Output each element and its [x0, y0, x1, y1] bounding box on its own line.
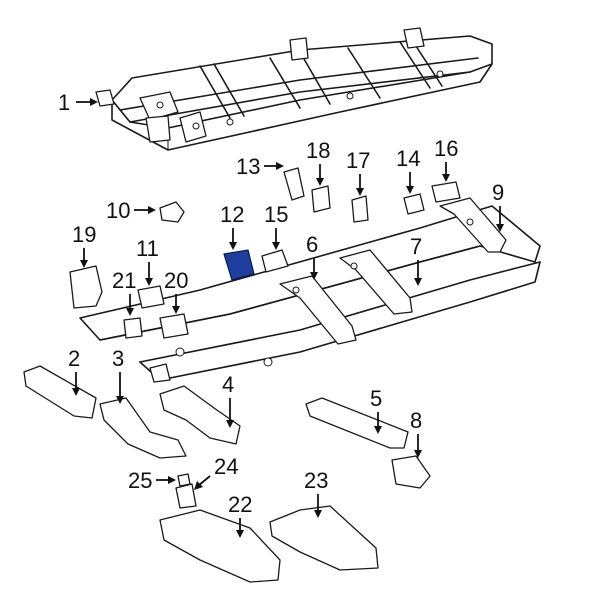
- callout-10: 10: [106, 198, 156, 223]
- callout-label: 13: [236, 154, 260, 179]
- callout-label: 12: [220, 202, 244, 227]
- callout-17: 17: [346, 148, 370, 196]
- callout-16: 16: [434, 136, 458, 182]
- callout-label: 22: [228, 492, 252, 517]
- callout-label: 14: [396, 146, 420, 171]
- callout-label: 10: [106, 198, 130, 223]
- callout-label: 6: [306, 232, 318, 257]
- callout-label: 1: [58, 90, 70, 115]
- callout-label: 21: [112, 268, 136, 293]
- callout-14: 14: [396, 146, 420, 194]
- callout-9: 9: [492, 180, 504, 232]
- callout-label: 18: [306, 138, 330, 163]
- callout-21: 21: [112, 268, 136, 316]
- callout-25: 25: [128, 468, 176, 493]
- callout-label: 19: [72, 222, 96, 247]
- callout-7: 7: [410, 234, 422, 286]
- callout-6: 6: [306, 232, 318, 280]
- callout-12: 12: [220, 202, 244, 250]
- callout-2: 2: [68, 346, 80, 396]
- callout-24: 24: [194, 454, 238, 490]
- callout-18: 18: [306, 138, 330, 186]
- highlighted-part-12: [223, 249, 255, 281]
- callout-label: 2: [68, 346, 80, 371]
- callout-15: 15: [264, 202, 288, 250]
- callout-label: 23: [304, 468, 328, 493]
- callout-22: 22: [228, 492, 252, 538]
- callout-label: 20: [164, 268, 188, 293]
- callout-3: 3: [112, 346, 124, 404]
- callout-13: 13: [236, 154, 284, 179]
- callout-1: 1: [58, 90, 98, 115]
- callout-label: 15: [264, 202, 288, 227]
- callout-label: 24: [214, 454, 238, 479]
- callout-4: 4: [222, 372, 234, 428]
- frame-assembly-illustration: [95, 27, 493, 151]
- callout-label: 25: [128, 468, 152, 493]
- callout-19: 19: [72, 222, 96, 268]
- callout-label: 4: [222, 372, 234, 397]
- callout-label: 16: [434, 136, 458, 161]
- callout-11: 11: [136, 236, 159, 286]
- callout-label: 9: [492, 180, 504, 205]
- callout-label: 5: [370, 386, 382, 411]
- callout-label: 11: [136, 236, 159, 261]
- callout-20: 20: [164, 268, 188, 314]
- lower-parts-illustration: [23, 365, 431, 583]
- callout-5: 5: [370, 386, 382, 434]
- callout-label: 3: [112, 346, 124, 371]
- callout-label: 17: [346, 148, 370, 173]
- callout-23: 23: [304, 468, 328, 518]
- brackets-illustration: [69, 167, 461, 309]
- callout-8: 8: [410, 408, 422, 458]
- callout-label: 7: [410, 234, 422, 259]
- callout-label: 8: [410, 408, 422, 433]
